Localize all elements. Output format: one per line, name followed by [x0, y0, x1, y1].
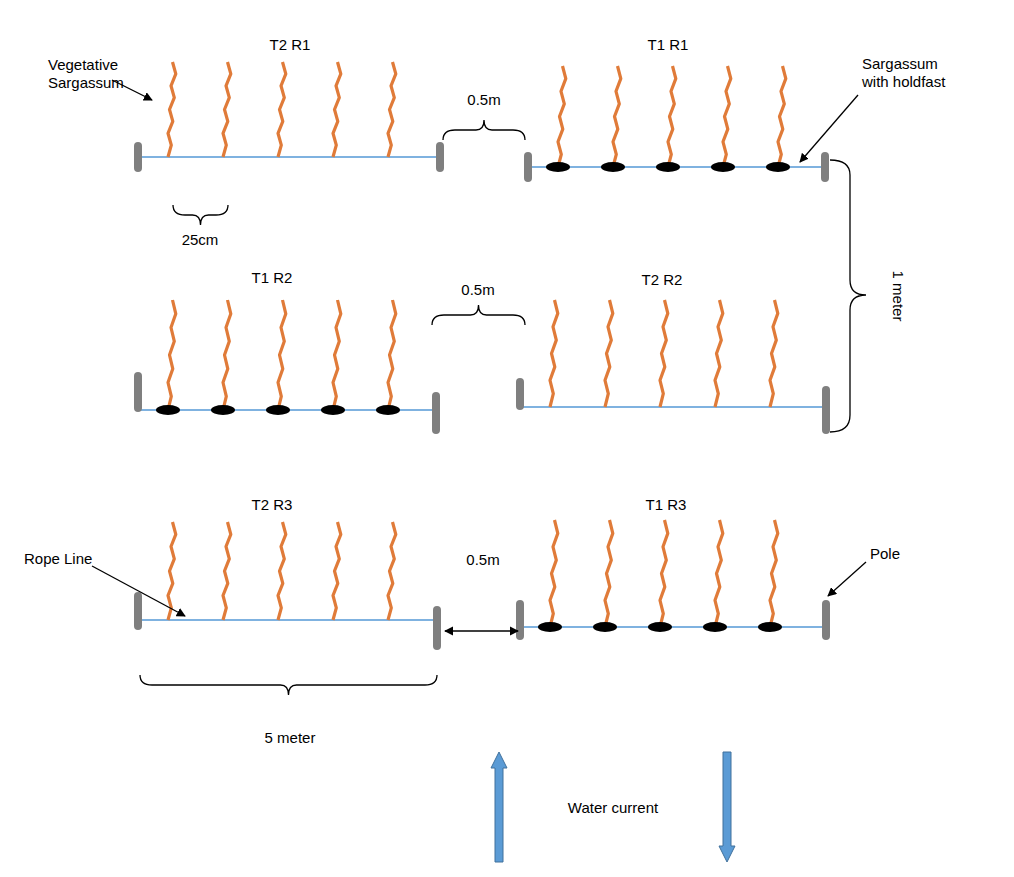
pole — [432, 392, 440, 434]
treatment-label: T2 R2 — [642, 271, 683, 289]
row-spacing-brace — [830, 160, 866, 432]
callout-text: Pole — [870, 545, 900, 563]
sargassum-plant — [660, 520, 668, 627]
holdfast — [593, 622, 617, 632]
sargassum-plant — [388, 62, 396, 157]
holdfast — [156, 405, 180, 415]
sargassum-plant — [605, 300, 613, 407]
sargassum-plant — [613, 66, 621, 167]
leader-arrow — [800, 95, 858, 162]
holdfast — [538, 622, 562, 632]
pole — [134, 372, 142, 412]
holdfast — [656, 162, 680, 172]
callout-text: Rope Line — [24, 550, 92, 568]
sargassum-plant — [278, 522, 286, 620]
dimension-label: 5 meter — [265, 729, 316, 747]
sargassum-plant — [715, 520, 723, 627]
pole — [436, 142, 444, 172]
sargassum-plant — [388, 522, 396, 620]
sargassum-plant — [388, 300, 396, 410]
gap-brace — [432, 305, 525, 325]
sargassum-plant — [550, 520, 558, 627]
treatment-label: T1 R2 — [252, 269, 293, 287]
sargassum-plant — [660, 300, 668, 407]
pole — [516, 378, 524, 410]
holdfast — [711, 162, 735, 172]
pole — [822, 600, 830, 640]
rope-line — [138, 156, 440, 158]
sargassum-plant — [715, 300, 723, 407]
holdfast — [758, 622, 782, 632]
callout-text: Sargassum with holdfast — [862, 55, 962, 91]
rope-line — [520, 406, 826, 408]
current-arrow-down — [719, 752, 735, 862]
pole — [524, 152, 532, 182]
sargassum-plant — [550, 300, 558, 407]
treatment-label: T1 R3 — [646, 496, 687, 514]
holdfast — [321, 405, 345, 415]
holdfast — [266, 405, 290, 415]
treatment-label: T2 R1 — [270, 36, 311, 54]
rope-line — [138, 619, 437, 621]
dimension-label: 0.5m — [466, 551, 499, 569]
sargassum-plant — [223, 300, 231, 410]
sargassum-plant — [770, 300, 778, 407]
holdfast — [648, 622, 672, 632]
holdfast — [703, 622, 727, 632]
sargassum-plant — [605, 520, 613, 627]
pole — [134, 142, 142, 172]
current-arrow-up — [491, 752, 507, 862]
callout-text: Vegetative Sargassum — [48, 56, 132, 92]
sargassum-plant — [333, 522, 341, 620]
pole — [134, 592, 142, 630]
sargassum-plant — [278, 62, 286, 157]
treatment-label: T2 R3 — [252, 496, 293, 514]
sargassum-plant — [333, 300, 341, 410]
length-brace — [140, 675, 437, 695]
holdfast — [376, 405, 400, 415]
leader-arrow — [92, 566, 185, 616]
leader-arrow — [828, 562, 866, 596]
gap-arrow — [445, 630, 518, 631]
holdfast — [601, 162, 625, 172]
sargassum-plant — [278, 300, 286, 410]
pole — [516, 600, 524, 640]
holdfast — [546, 162, 570, 172]
holdfast — [766, 162, 790, 172]
sargassum-plant — [223, 522, 231, 620]
sargassum-plant — [168, 62, 176, 157]
pole — [822, 386, 830, 434]
sargassum-plant — [778, 66, 786, 167]
pole — [433, 606, 441, 650]
sargassum-plant — [168, 522, 176, 620]
dimension-label: 0.5m — [467, 91, 500, 109]
culture-lines — [134, 62, 830, 650]
gap-brace — [443, 120, 525, 140]
dimension-label: 25cm — [182, 231, 219, 249]
treatment-label: T1 R1 — [648, 36, 689, 54]
pole — [821, 152, 829, 182]
spacing-brace — [173, 205, 228, 225]
caption-label: Water current — [568, 799, 658, 817]
holdfast — [211, 405, 235, 415]
sargassum-plant — [333, 62, 341, 157]
sargassum-plant — [558, 66, 566, 167]
dimension-label: 0.5m — [461, 281, 494, 299]
sargassum-plant — [668, 66, 676, 167]
sargassum-plant — [168, 300, 176, 410]
sargassum-plant — [770, 520, 778, 627]
dimension-label: 1 meter — [889, 271, 907, 322]
sargassum-plant — [223, 62, 231, 157]
sargassum-plant — [723, 66, 731, 167]
